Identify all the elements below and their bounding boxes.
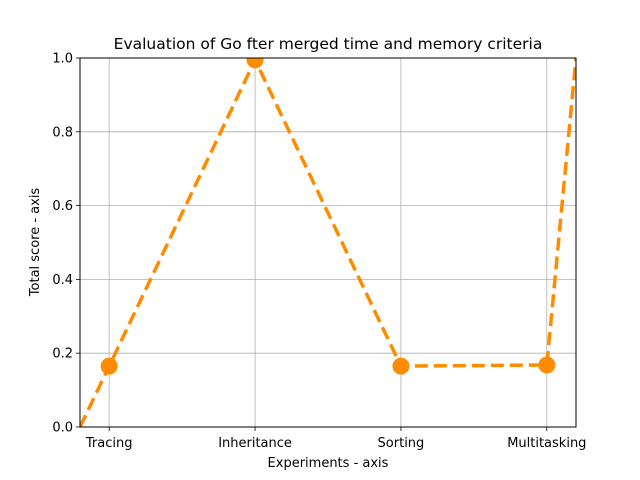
data-point (392, 357, 410, 375)
series-layer (80, 58, 576, 427)
axis-ticks: Tracing Inheritance Sorting Multitasking 0.0… (52, 52, 586, 452)
data-point (100, 357, 118, 375)
x-tick-label: Inheritance (218, 436, 292, 451)
data-point (538, 356, 556, 374)
y-tick-label: 0.6 (52, 199, 73, 214)
x-tick-label: Multitasking (507, 436, 586, 451)
x-tick-label: Tracing (85, 436, 133, 451)
y-axis-label: Total score - axis (28, 188, 43, 298)
y-tick-label: 0.2 (52, 347, 73, 362)
plot-frame (79, 57, 577, 428)
y-tick-label: 0.4 (52, 273, 73, 288)
x-tick-label: Sorting (378, 436, 425, 451)
chart-title: Evaluation of Go fter merged time and me… (114, 35, 543, 53)
series-line (80, 58, 576, 427)
y-tick-label: 0.8 (52, 125, 73, 140)
y-tick-label: 1.0 (52, 52, 73, 67)
x-axis-label: Experiments - axis (268, 456, 389, 471)
y-tick-label: 0.0 (52, 421, 73, 436)
data-point (246, 58, 264, 69)
